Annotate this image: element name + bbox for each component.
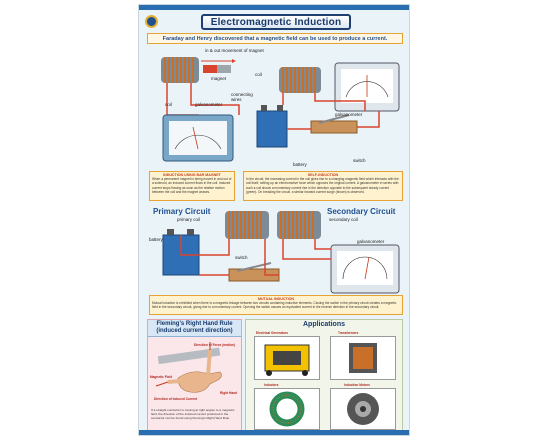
self-induction-note-title: SELF-INDUCTION: [307, 173, 339, 177]
mid-galvanometer-icon: [330, 244, 400, 294]
right-hand-icon: [155, 342, 222, 393]
switch-icon: [310, 114, 358, 134]
right-coil-icon: [279, 67, 321, 93]
intro-banner: Faraday and Henry discovered that a magn…: [147, 33, 403, 44]
fleming-panel: Fleming's Right Hand Rule (induced curre…: [147, 319, 242, 433]
fleming-note: If a straight conductor is moving at rig…: [151, 408, 235, 420]
transformer-image: [330, 336, 396, 380]
mutual-induction-note: MUTUAL INDUCTION Mutual induction is exh…: [149, 295, 403, 315]
galvanometer-label-right: galvanometer: [335, 112, 363, 117]
left-coil-icon: [161, 57, 199, 83]
applications-panel: Applications Electrical Generators Trans…: [245, 319, 403, 433]
induced-current-label: Direction of Induced Current: [154, 397, 198, 401]
secondary-coil-icon: [277, 211, 321, 239]
poster-title: Electromagnetic Induction: [210, 16, 342, 28]
generator-image: [254, 336, 320, 380]
bar-magnet-icon: [203, 65, 231, 73]
inductor-image: [254, 388, 320, 430]
app-label-motors: Induction Motors: [344, 383, 370, 387]
motor-image: [330, 388, 396, 430]
self-induction-note-text: In the circuit, the increasing current i…: [246, 177, 399, 194]
primary-circuit-heading: Primary Circuit: [153, 207, 211, 216]
primary-coil-icon: [225, 211, 269, 239]
right-hand-label: Right Hand: [220, 391, 237, 395]
mutual-induction-note-text: Mutual induction is exhibited when there…: [152, 301, 397, 310]
bottom-brand-bar: [139, 430, 409, 435]
publisher-logo-icon: [145, 15, 158, 28]
app-label-inductors: Inductors: [264, 383, 279, 387]
right-galvanometer-icon: [334, 62, 400, 112]
bar-magnet-note: INDUCTION USING BAR MAGNET When a perman…: [149, 171, 235, 201]
force-direction-label: Direction of Force (motion): [194, 343, 235, 347]
mid-switch-label: switch: [235, 255, 248, 260]
primary-coil-label: primary coil: [177, 217, 201, 222]
bar-magnet-note-title: INDUCTION USING BAR MAGNET: [163, 173, 221, 177]
circuit-illustration: [161, 57, 400, 294]
inductor-icon: [269, 391, 305, 427]
poster: Electromagnetic Induction Faraday and He…: [138, 4, 410, 436]
left-galvanometer-icon: [162, 114, 234, 162]
battery-label: battery: [293, 162, 307, 167]
induction-diagram: in & out movement of magnet magnet coil …: [139, 45, 409, 315]
fleming-title: Fleming's Right Hand Rule (induced curre…: [148, 321, 241, 335]
secondary-circuit-heading: Secondary Circuit: [327, 207, 396, 216]
mid-switch-icon: [228, 262, 280, 282]
induction-motor-icon: [347, 393, 379, 425]
self-induction-note: SELF-INDUCTION In the circuit, the incre…: [243, 171, 403, 201]
magnetic-field-label: Magnetic Field: [150, 375, 173, 379]
app-label-generators: Electrical Generators: [256, 331, 289, 335]
coil-label-left: coil: [165, 102, 172, 107]
fleming-title-line1: Fleming's Right Hand Rule: [156, 321, 233, 327]
switch-label: switch: [353, 158, 366, 163]
mutual-induction-note-title: MUTUAL INDUCTION: [257, 297, 295, 301]
movement-label: in & out movement of magnet: [205, 48, 264, 53]
fleming-title-line2: (induced current direction): [156, 328, 233, 334]
connecting-wires-label: connecting wires: [231, 92, 253, 102]
magnet-label: magnet: [211, 76, 227, 81]
galvanometer-label-left: galvanometer: [195, 102, 223, 107]
mid-battery-label: battery: [149, 237, 163, 242]
top-brand-bar: [139, 5, 409, 10]
bar-magnet-note-text: When a permanent magnet is being moved i…: [152, 177, 232, 194]
mid-galvanometer-label: galvanometer: [357, 239, 385, 244]
fleming-title-box: Fleming's Right Hand Rule (induced curre…: [148, 320, 241, 337]
applications-title: Applications: [302, 321, 345, 328]
transformer-icon: [349, 343, 377, 373]
generator-icon: [264, 344, 310, 376]
battery-icon: [256, 105, 288, 148]
title-box: Electromagnetic Induction: [201, 14, 351, 30]
app-label-transformers: Transformers: [338, 331, 359, 335]
coil-label-right: coil: [255, 72, 262, 77]
secondary-coil-label: secondary coil: [329, 217, 358, 222]
